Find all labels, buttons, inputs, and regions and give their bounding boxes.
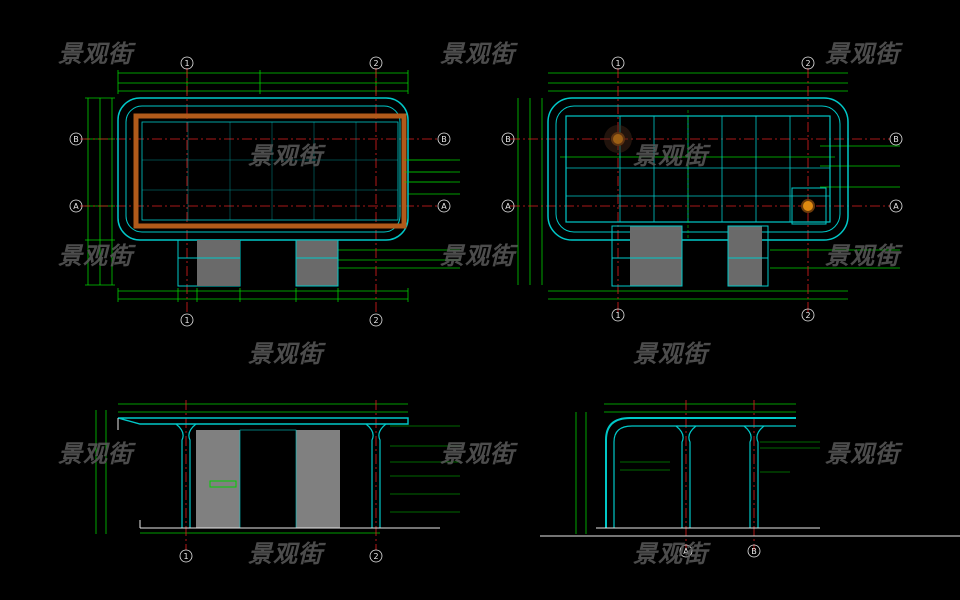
axis-label-2: 2 <box>805 59 810 68</box>
plan-view-left <box>80 68 460 315</box>
axis-label-a: A <box>893 202 899 211</box>
axis-label-a: A <box>505 202 511 211</box>
elevation-left <box>95 400 460 550</box>
axis-label-1: 1 <box>184 316 189 325</box>
elevation-right <box>540 400 960 550</box>
axis-label-1: 1 <box>183 552 188 561</box>
watermark-text: 景观街 <box>248 540 323 568</box>
watermark-text: 景观街 <box>825 40 900 68</box>
axis-label-b: B <box>893 135 899 144</box>
axis-label-2: 2 <box>373 552 378 561</box>
axis-label-2: 2 <box>373 59 378 68</box>
axis-label-a: A <box>73 202 79 211</box>
axis-label-b: B <box>751 547 757 556</box>
axis-label-1: 1 <box>615 311 620 320</box>
watermark-text: 景观街 <box>633 142 708 170</box>
watermark-text: 景观街 <box>248 340 323 368</box>
axis-bubble-labels: 1 2 1 2 B A B A 1 2 1 2 B A B A 1 2 A B <box>73 59 899 561</box>
watermark-text: 景观街 <box>440 242 515 270</box>
watermark-text: 景观街 <box>633 340 708 368</box>
axis-label-a: A <box>683 547 689 556</box>
axis-label-1: 1 <box>184 59 189 68</box>
watermark-text: 景观街 <box>58 440 133 468</box>
plan-view-right <box>510 68 900 315</box>
watermark-text: 景观街 <box>58 40 133 68</box>
axis-label-b: B <box>441 135 447 144</box>
axis-label-b: B <box>505 135 511 144</box>
watermark-text: 景观街 <box>825 440 900 468</box>
watermark-text: 景观街 <box>440 440 515 468</box>
watermark-text: 景观街 <box>248 142 323 170</box>
axis-label-1: 1 <box>615 59 620 68</box>
axis-label-2: 2 <box>805 311 810 320</box>
watermark-text: 景观街 <box>825 242 900 270</box>
watermark-text: 景观街 <box>440 40 515 68</box>
axis-label-a: A <box>441 202 447 211</box>
axis-label-b: B <box>73 135 79 144</box>
axis-bubbles <box>69 56 903 563</box>
watermark-text: 景观街 <box>58 242 133 270</box>
axis-label-2: 2 <box>373 316 378 325</box>
watermark-text: 景观街 <box>633 540 708 568</box>
